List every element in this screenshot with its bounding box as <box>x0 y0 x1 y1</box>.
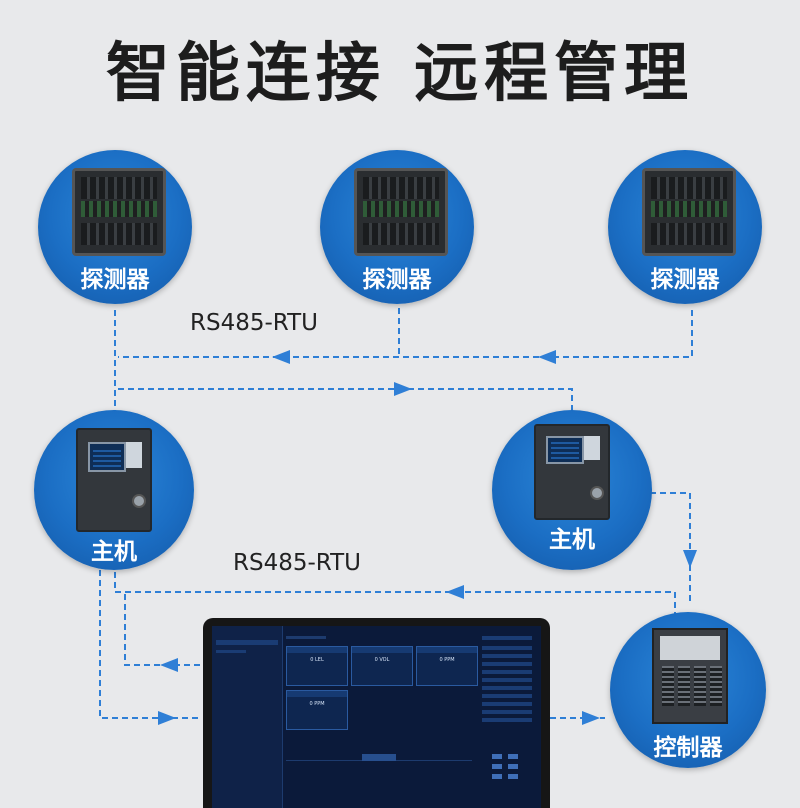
detector-node-3: 探测器 <box>608 150 762 304</box>
detector-node-2: 探测器 <box>320 150 474 304</box>
detector-node-1: 探测器 <box>38 150 192 304</box>
host-device-image <box>76 428 152 532</box>
arrow-down-1 <box>683 550 697 568</box>
wire-bus2-return <box>118 388 573 420</box>
monitoring-screen: 0 LEL 0 VOL 0 PPM 0 PPM <box>212 626 541 808</box>
gas-card-3: 0 PPM <box>416 646 478 686</box>
arrow-right-2 <box>158 711 176 725</box>
host-node-1: 主机 <box>34 410 194 570</box>
wire-detector3-down <box>118 310 693 358</box>
bus-label-top: RS485-RTU <box>190 310 318 336</box>
arrow-left-4 <box>160 658 178 672</box>
page-title: 智能连接 远程管理 <box>105 37 695 111</box>
detector-device-image <box>642 168 736 256</box>
arrow-right-1 <box>394 382 412 396</box>
detector-device-image <box>72 168 166 256</box>
gas-card-4: 0 PPM <box>286 690 348 730</box>
gas-card-value: 0 LEL <box>310 657 324 663</box>
gas-card-value: 0 VOL <box>374 657 390 663</box>
controller-device-image <box>652 628 728 724</box>
monitoring-laptop: 0 LEL 0 VOL 0 PPM 0 PPM <box>203 618 550 808</box>
gas-card-value: 0 PPM <box>309 701 325 707</box>
software-sidebar <box>212 626 283 808</box>
arrow-right-3 <box>582 711 600 725</box>
gas-card-1: 0 LEL <box>286 646 348 686</box>
bus-label-bottom: RS485-RTU <box>233 550 361 576</box>
arrow-left-3 <box>446 585 464 599</box>
detector-label: 探测器 <box>362 267 432 293</box>
detector-label: 探测器 <box>650 267 720 293</box>
wire-host2-controller <box>640 492 691 560</box>
host-label: 主机 <box>549 527 595 553</box>
controller-node: 控制器 <box>610 612 766 768</box>
arrow-left-1 <box>272 350 290 364</box>
arrow-left-2 <box>538 350 556 364</box>
detector-label: 探测器 <box>80 267 150 293</box>
host-device-image <box>534 424 610 520</box>
wire-laptop-host1 <box>124 592 200 666</box>
wire-bus3 <box>114 565 676 618</box>
detector-device-image <box>354 168 448 256</box>
host-node-2: 主机 <box>492 410 652 570</box>
controller-label: 控制器 <box>653 735 723 761</box>
software-right-panel <box>482 636 538 808</box>
gas-card-2: 0 VOL <box>351 646 413 686</box>
host-label: 主机 <box>91 539 137 565</box>
gas-card-value: 0 PPM <box>439 657 455 663</box>
